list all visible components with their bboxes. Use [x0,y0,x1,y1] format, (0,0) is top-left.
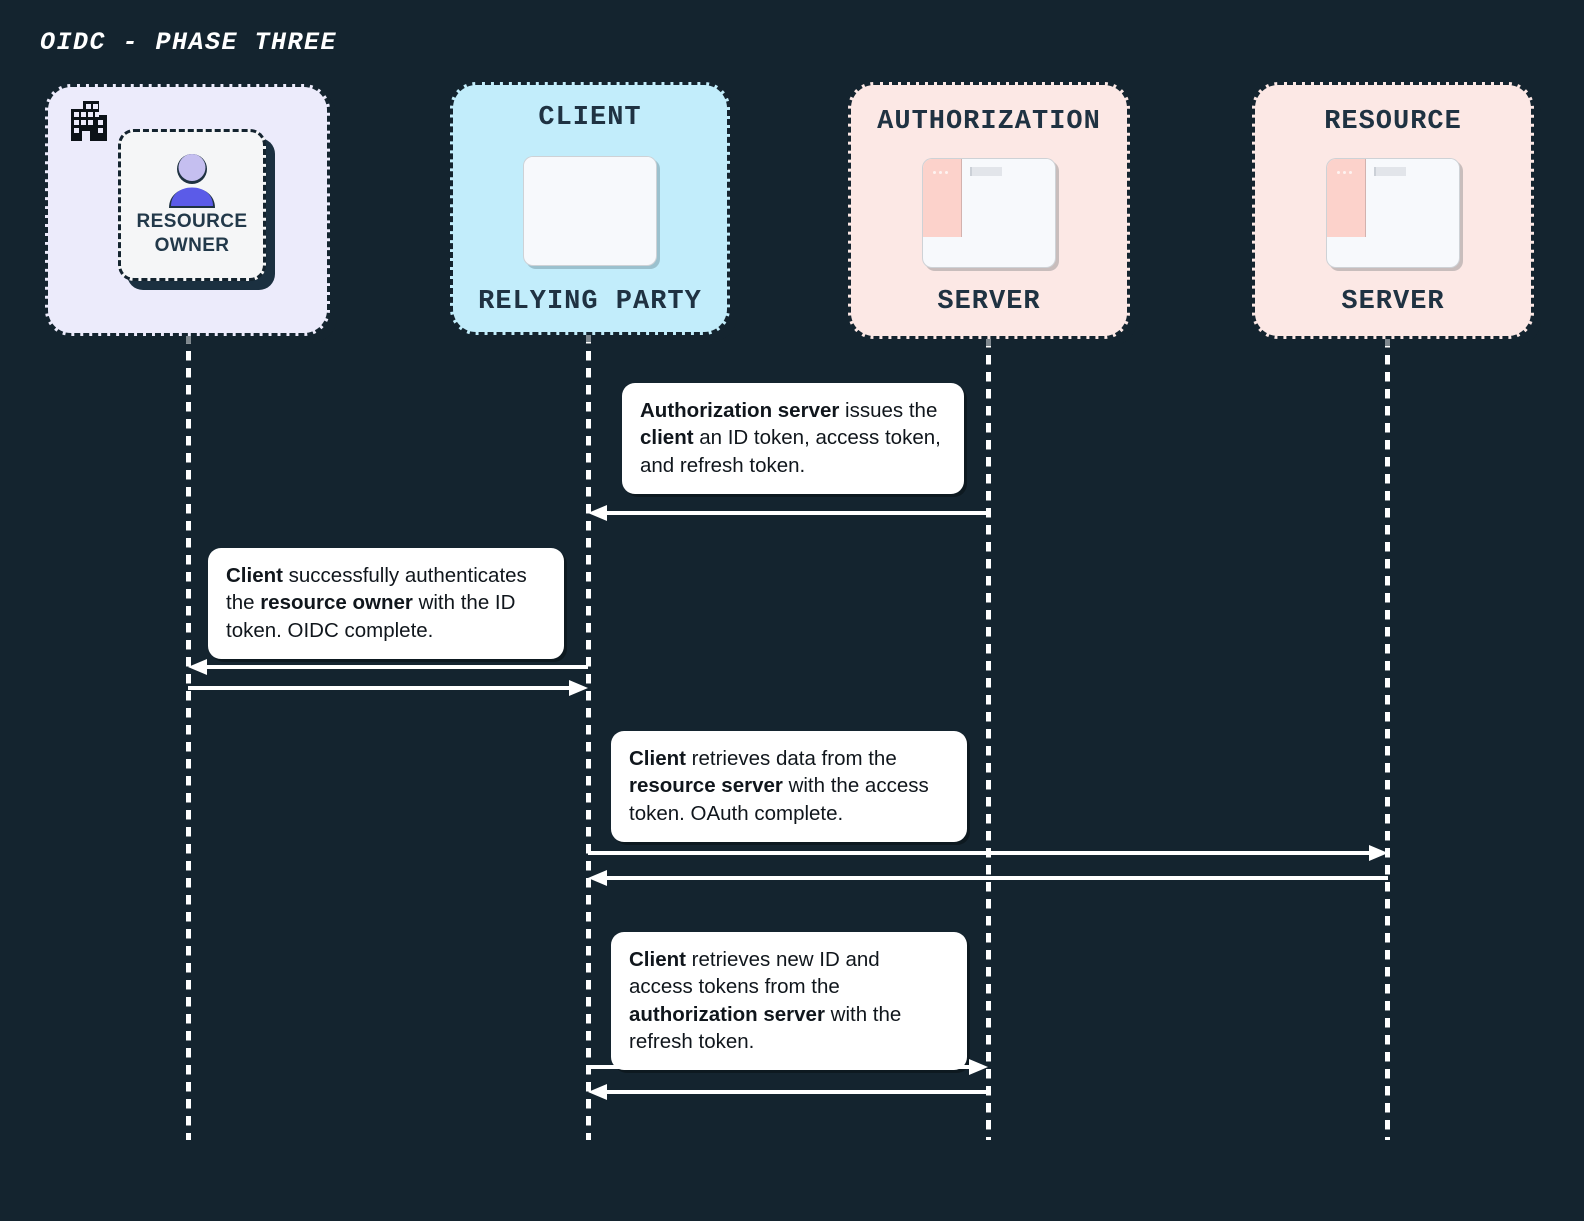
msg-owner-to-client-ack [188,680,588,696]
callout-refresh-token: Client retrieves new ID and access token… [611,932,967,1070]
server-window-icon [1326,157,1460,268]
lifeline-resource-server [1385,338,1390,1140]
msg-client-to-resource-request [588,845,1388,861]
actor-resource-server[interactable]: RESOURCE SERVER [1252,82,1534,339]
actor-resource-owner[interactable]: RESOURCE OWNER [45,84,330,336]
lifeline-client [586,334,591,1140]
server-window-icon [922,157,1056,268]
lifeline-resource-owner [186,334,191,1140]
msg-resource-to-client-data [588,870,1388,886]
resource-owner-label: RESOURCE OWNER [136,211,248,256]
actor-client[interactable]: CLIENT RELYING PARTY [450,82,730,335]
callout-oauth-complete: Client retrieves data from the resource … [611,731,967,842]
callout-oidc-complete: Client successfully authenticates the re… [208,548,564,659]
actor-authorization-server-top-label: AUTHORIZATION [877,107,1101,137]
msg-authz-to-client-new-tokens [588,1084,988,1100]
resource-owner-card[interactable]: RESOURCE OWNER [118,129,266,281]
actor-client-bottom-label: RELYING PARTY [478,286,702,317]
building-icon [65,101,111,141]
msg-client-to-owner-auth [188,659,588,675]
page-title: OIDC - PHASE THREE [40,28,338,57]
callout-id-token-issued: Authorization server issues the client a… [622,383,964,494]
person-icon [161,152,223,209]
actor-resource-server-bottom-label: SERVER [1341,286,1445,317]
lifeline-authorization-server [986,338,991,1140]
msg-client-to-authz-refresh [588,1059,988,1075]
actor-client-top-label: CLIENT [538,103,642,133]
msg-authz-to-client-tokens [588,505,988,521]
browser-window-icon [523,155,657,266]
actor-resource-server-top-label: RESOURCE [1324,107,1462,137]
actor-authorization-server[interactable]: AUTHORIZATION SERVER [848,82,1130,339]
actor-authorization-server-bottom-label: SERVER [937,286,1041,317]
